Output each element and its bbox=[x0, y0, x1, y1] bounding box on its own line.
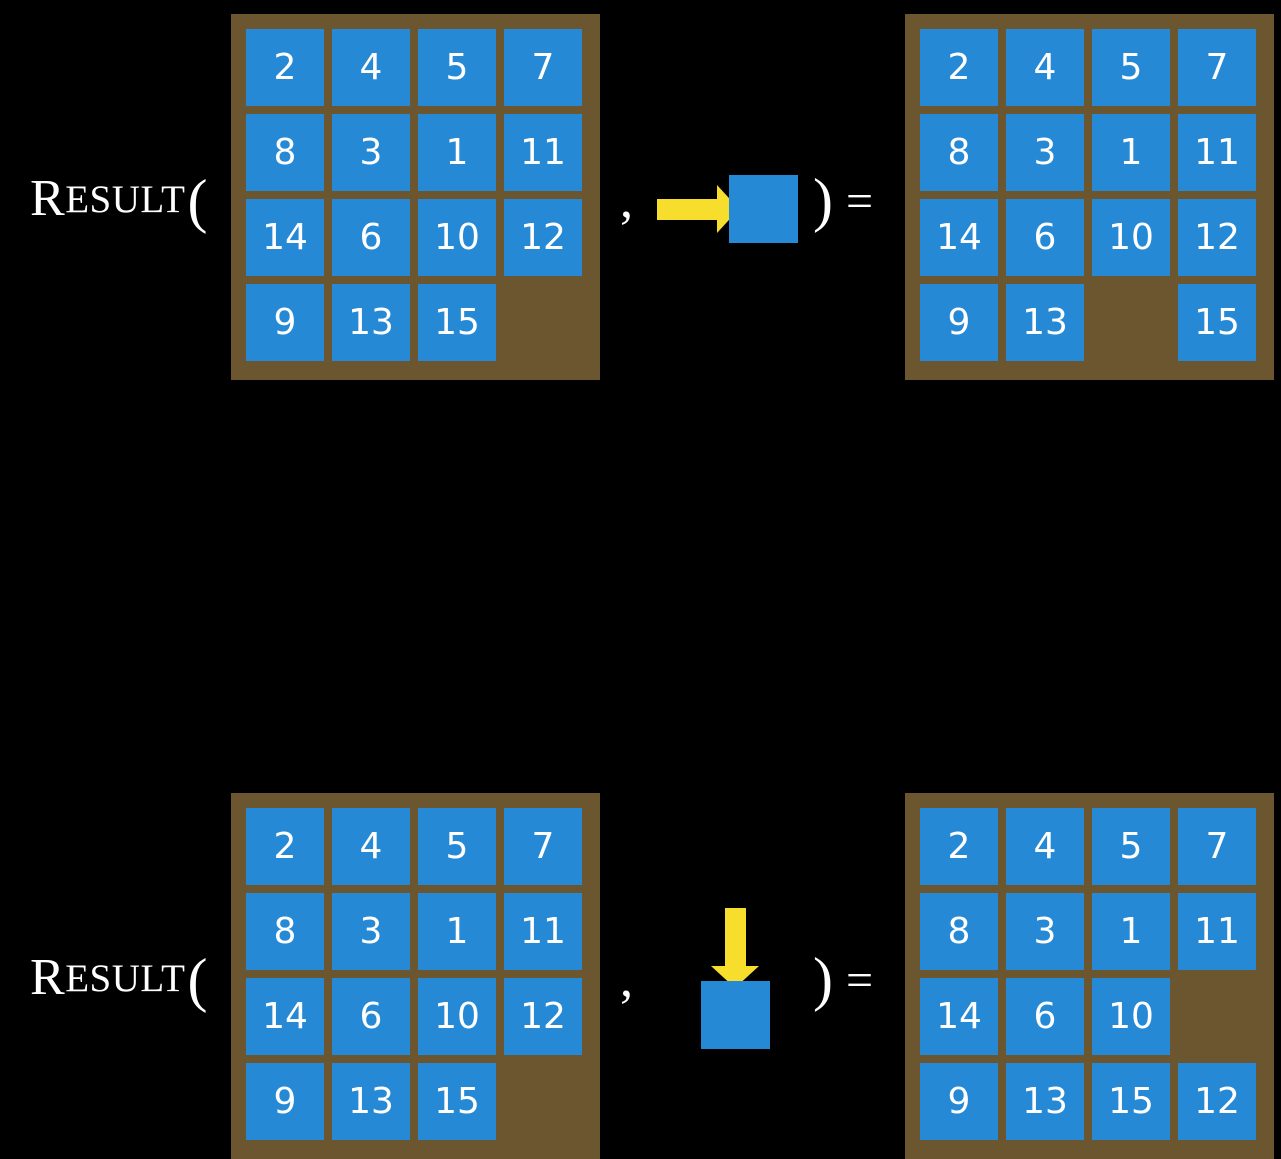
puzzle-tile[interactable]: 15 bbox=[1178, 284, 1256, 361]
close-paren-row-2: ) bbox=[813, 946, 833, 1012]
puzzle-tile[interactable]: 15 bbox=[1092, 1063, 1170, 1140]
puzzle-tile[interactable]: 14 bbox=[920, 978, 998, 1055]
puzzle-tile[interactable]: 9 bbox=[920, 1063, 998, 1140]
result-label-capital: R bbox=[30, 170, 66, 227]
puzzle-tile[interactable]: 1 bbox=[418, 114, 496, 191]
puzzle-tile[interactable]: 11 bbox=[1178, 893, 1256, 970]
puzzle-tile[interactable]: 8 bbox=[920, 893, 998, 970]
puzzle-tile[interactable]: 10 bbox=[418, 978, 496, 1055]
puzzle-tile[interactable]: 8 bbox=[920, 114, 998, 191]
puzzle-tile[interactable]: 3 bbox=[332, 114, 410, 191]
action-blank-tile-row-1 bbox=[729, 175, 798, 243]
puzzle-tile[interactable]: 12 bbox=[1178, 1063, 1256, 1140]
puzzle-tile[interactable]: 5 bbox=[418, 808, 496, 885]
puzzle-tile[interactable]: 6 bbox=[1006, 978, 1084, 1055]
puzzle-tile[interactable]: 11 bbox=[504, 114, 582, 191]
puzzle-tile[interactable]: 13 bbox=[332, 284, 410, 361]
puzzle-tile[interactable]: 15 bbox=[418, 1063, 496, 1140]
arrow-right-shaft bbox=[657, 199, 720, 220]
puzzle-tile[interactable]: 10 bbox=[1092, 199, 1170, 276]
puzzle-tile[interactable]: 3 bbox=[332, 893, 410, 970]
comma-row-1: , bbox=[620, 172, 633, 229]
blank-cell bbox=[1092, 284, 1170, 361]
puzzle-tile[interactable]: 12 bbox=[1178, 199, 1256, 276]
puzzle-tile[interactable]: 7 bbox=[504, 808, 582, 885]
close-paren-row-1: ) bbox=[813, 167, 833, 233]
puzzle-tile[interactable]: 10 bbox=[418, 199, 496, 276]
puzzle-tile[interactable]: 11 bbox=[504, 893, 582, 970]
blank-cell bbox=[504, 1063, 582, 1140]
puzzle-tile[interactable]: 2 bbox=[920, 808, 998, 885]
puzzle-tile[interactable]: 2 bbox=[920, 29, 998, 106]
puzzle-tile[interactable]: 9 bbox=[920, 284, 998, 361]
puzzle-tile[interactable]: 5 bbox=[418, 29, 496, 106]
puzzle-tile[interactable]: 14 bbox=[920, 199, 998, 276]
puzzle-tile[interactable]: 6 bbox=[332, 978, 410, 1055]
equals-sign-row-1: = bbox=[846, 175, 874, 228]
puzzle-tile[interactable]: 12 bbox=[504, 978, 582, 1055]
puzzle-tile[interactable]: 4 bbox=[332, 29, 410, 106]
open-paren-row-1: ( bbox=[187, 168, 208, 234]
puzzle-tile[interactable]: 7 bbox=[1178, 29, 1256, 106]
puzzle-tile[interactable]: 14 bbox=[246, 978, 324, 1055]
puzzle-tile[interactable]: 2 bbox=[246, 29, 324, 106]
puzzle-tile[interactable]: 13 bbox=[1006, 1063, 1084, 1140]
puzzle-tile[interactable]: 13 bbox=[1006, 284, 1084, 361]
blank-cell bbox=[504, 284, 582, 361]
puzzle-tile[interactable]: 2 bbox=[246, 808, 324, 885]
puzzle-tile[interactable]: 4 bbox=[1006, 808, 1084, 885]
puzzle-tile[interactable]: 3 bbox=[1006, 114, 1084, 191]
puzzle-tile[interactable]: 4 bbox=[332, 808, 410, 885]
puzzle-tile[interactable]: 1 bbox=[1092, 114, 1170, 191]
puzzle-tile[interactable]: 13 bbox=[332, 1063, 410, 1140]
puzzle-tile[interactable]: 7 bbox=[504, 29, 582, 106]
result-label-smallcaps: ESULT bbox=[65, 177, 186, 221]
equals-sign-row-2: = bbox=[846, 954, 874, 1007]
puzzle-tile[interactable]: 12 bbox=[504, 199, 582, 276]
puzzle-tile[interactable]: 5 bbox=[1092, 29, 1170, 106]
open-paren-row-2: ( bbox=[187, 947, 208, 1013]
result-label-smallcaps: ESULT bbox=[65, 956, 186, 1000]
puzzle-tile[interactable]: 6 bbox=[332, 199, 410, 276]
blank-cell bbox=[1178, 978, 1256, 1055]
puzzle-tile[interactable]: 1 bbox=[418, 893, 496, 970]
puzzle-tile[interactable]: 8 bbox=[246, 893, 324, 970]
puzzle-tile[interactable]: 9 bbox=[246, 1063, 324, 1140]
puzzle-tile[interactable]: 8 bbox=[246, 114, 324, 191]
puzzle-tile[interactable]: 5 bbox=[1092, 808, 1170, 885]
puzzle-tile[interactable]: 1 bbox=[1092, 893, 1170, 970]
puzzle-tile[interactable]: 11 bbox=[1178, 114, 1256, 191]
puzzle-tile[interactable]: 4 bbox=[1006, 29, 1084, 106]
puzzle-tile[interactable]: 10 bbox=[1092, 978, 1170, 1055]
puzzle-tile[interactable]: 7 bbox=[1178, 808, 1256, 885]
arrow-right-icon bbox=[657, 185, 739, 233]
puzzle-tile[interactable]: 9 bbox=[246, 284, 324, 361]
action-blank-tile-row-2 bbox=[701, 981, 770, 1049]
result-label-capital: R bbox=[30, 949, 66, 1006]
puzzle-tile[interactable]: 3 bbox=[1006, 893, 1084, 970]
puzzle-tile[interactable]: 14 bbox=[246, 199, 324, 276]
arrow-down-shaft bbox=[725, 908, 746, 970]
puzzle-tile[interactable]: 6 bbox=[1006, 199, 1084, 276]
arrow-down-icon bbox=[711, 908, 759, 988]
comma-row-2: , bbox=[620, 951, 633, 1008]
puzzle-tile[interactable]: 15 bbox=[418, 284, 496, 361]
